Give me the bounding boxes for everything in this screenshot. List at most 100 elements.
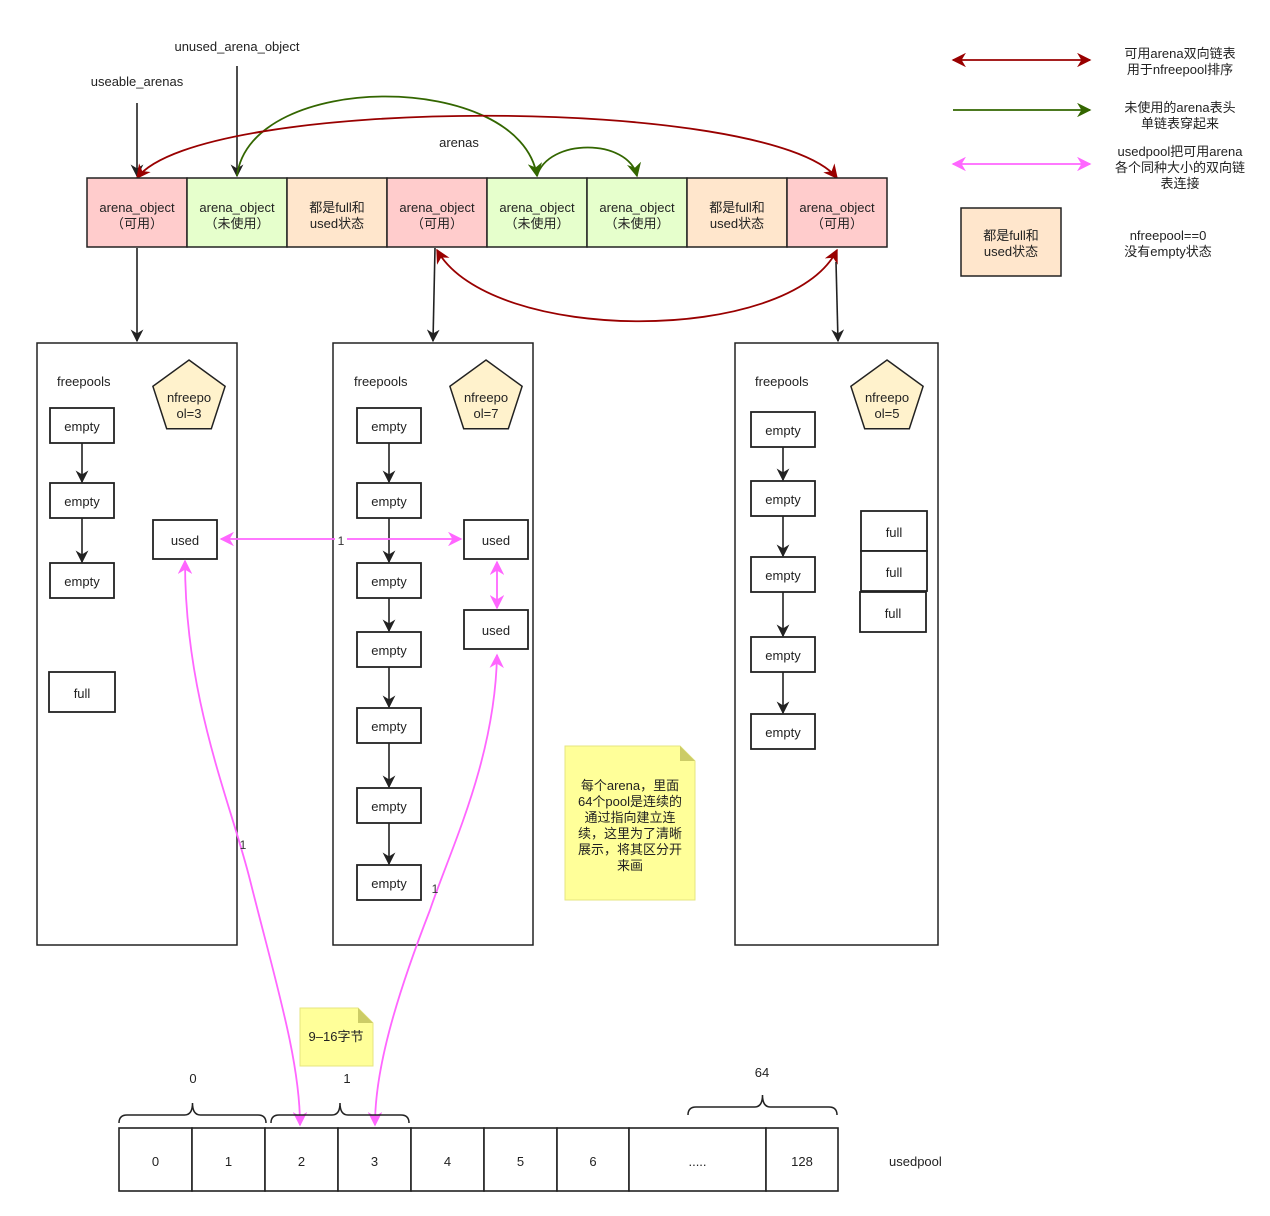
nfreepool-text-1: nfreepo [167,390,211,405]
freepools-label: freepools [354,374,408,389]
nfreepool-text-2: ol=7 [474,406,499,421]
usedpool-cell [628,1127,767,1192]
arena-object-cell-usable [86,177,188,248]
arena-object-cell-status: （未使用） [504,216,569,231]
empty-pool-box [750,713,816,750]
arena-object-cell-title: 都是full和 [309,200,365,215]
legend-box-note-2: 没有empty状态 [1124,244,1211,259]
arena-pointer-3 [831,261,845,343]
empty-pool-box [49,482,115,519]
used-pool-label: used [482,623,510,638]
arena-object-cell-status: （未使用） [204,216,269,231]
empty-pool-box [750,480,816,517]
arena-object-cell-title: arena_object [399,200,475,215]
empty-pool-label: empty [371,719,407,734]
usedpool-cell-label: ..... [688,1154,706,1169]
empty-pool-label: empty [371,494,407,509]
usedpool-cell-label: 128 [791,1154,813,1169]
empty-pool-label: empty [371,876,407,891]
nfreepool-text-2: ol=3 [177,406,202,421]
used-pool-box [152,519,218,560]
size-class-note [299,1007,374,1067]
arena-object-cell-title: arena_object [599,200,675,215]
usedpool-cell-label: 6 [589,1154,596,1169]
arena-object-cell-full [686,177,788,248]
full-pool-box [859,591,927,633]
usedpool-cell [410,1127,485,1192]
arena-object-cell-status: （可用） [411,216,463,231]
empty-pool-box [750,411,816,448]
usedpool-cell-label: 2 [298,1154,305,1169]
arena-object-cell-unused [586,177,688,248]
unused-arena-object-label: unused_arena_object [174,39,299,54]
empty-pool-label: empty [765,423,801,438]
empty-pool-label: empty [371,799,407,814]
arena-object-cell-usable [786,177,888,248]
empty-pool-label: empty [371,419,407,434]
usedpool-cell [765,1127,839,1192]
nfreepool-text-1: nfreepo [464,390,508,405]
usable-list-link-2 [436,248,838,323]
explanation-note-line: 展示，将其区分开 [578,842,682,857]
useable-arenas-label: useable_arenas [91,74,184,89]
arena-object-cell-status: （可用） [811,216,863,231]
legend-pink-text-2: 各个同种大小的双向链 [1115,160,1245,175]
usedpool-cell-label: 3 [371,1154,378,1169]
arena-object-cell-title: arena_object [99,200,175,215]
arena-object-cell-status: used状态 [310,216,364,231]
size-class-note-fold [358,1008,373,1023]
explanation-note-line: 每个arena，里面 [581,778,679,793]
unused-list-link-2 [536,146,641,178]
legend-red-text-2: 用于nfreepool排序 [1127,62,1233,77]
empty-pool-label: empty [64,494,100,509]
arena-object-cell-status: （未使用） [604,216,669,231]
usedpool-cell [191,1127,266,1192]
usedpool-cell [337,1127,412,1192]
usedpool-cell [264,1127,339,1192]
explanation-note-line: 来画 [617,858,643,873]
usedpool-brace-label: 64 [755,1065,769,1080]
empty-pool-label: empty [371,574,407,589]
empty-pool-label: empty [765,648,801,663]
usedpool-brace [118,1102,267,1124]
unused-list-link-1 [236,95,543,178]
explanation-note-line: 通过指向建立连 [584,810,675,825]
empty-pool-box [49,562,115,599]
arena-object-cell-unused [186,177,288,248]
arena-object-array: arena_object（可用）arena_object（未使用）都是full和… [86,177,888,248]
usedpool-cell-label: 1 [225,1154,232,1169]
used-peer-link-label: 1 [338,534,345,548]
legend-red-text-1: 可用arena双向链表 [1124,46,1235,61]
usedpool-brace [687,1094,838,1116]
arena-panel-1: freepoolsnfreepool=3emptyemptyemptyusedf… [36,342,238,946]
nfreepool-pentagon [850,359,924,430]
nfreepool-pentagon [449,359,523,430]
freepools-label: freepools [755,374,809,389]
usedpool-cell [556,1127,630,1192]
arena-panel-3: freepoolsnfreepool=5emptyemptyemptyempty… [734,342,939,946]
usedpool-cell [118,1127,193,1192]
legend-pink-text-3: 表连接 [1160,176,1199,191]
explanation-note-text: 每个arena，里面64个pool是连续的通过指向建立连续，这里为了清晰展示，将… [578,778,682,873]
used-to-pool-2-label: 1 [240,838,247,852]
arena-object-cell-usable [386,177,488,248]
legend-full-box-text-1: 都是full和 [983,228,1039,243]
empty-pool-label: empty [64,419,100,434]
used-peer-link-label-bg [335,532,347,547]
arena-object-cell-full [286,177,388,248]
arena-pointer-2 [426,247,440,343]
full-pool-label: full [886,525,903,540]
used-to-pool-3-link [367,653,504,1127]
empty-pool-label: empty [765,492,801,507]
usedpool-brace-label: 1 [343,1071,350,1086]
explanation-note [564,745,696,901]
used-to-pool-3-label: 1 [432,882,439,896]
empty-pool-box [356,407,422,444]
explanation-note-line: 续，这里为了清晰 [578,826,682,841]
empty-pool-box [750,636,816,673]
usedpool-brace [270,1102,410,1124]
used-to-pool-2-link [177,559,308,1127]
explanation-note-line: 64个pool是连续的 [578,794,682,809]
size-class-note-text: 9–16字节 [309,1029,364,1044]
